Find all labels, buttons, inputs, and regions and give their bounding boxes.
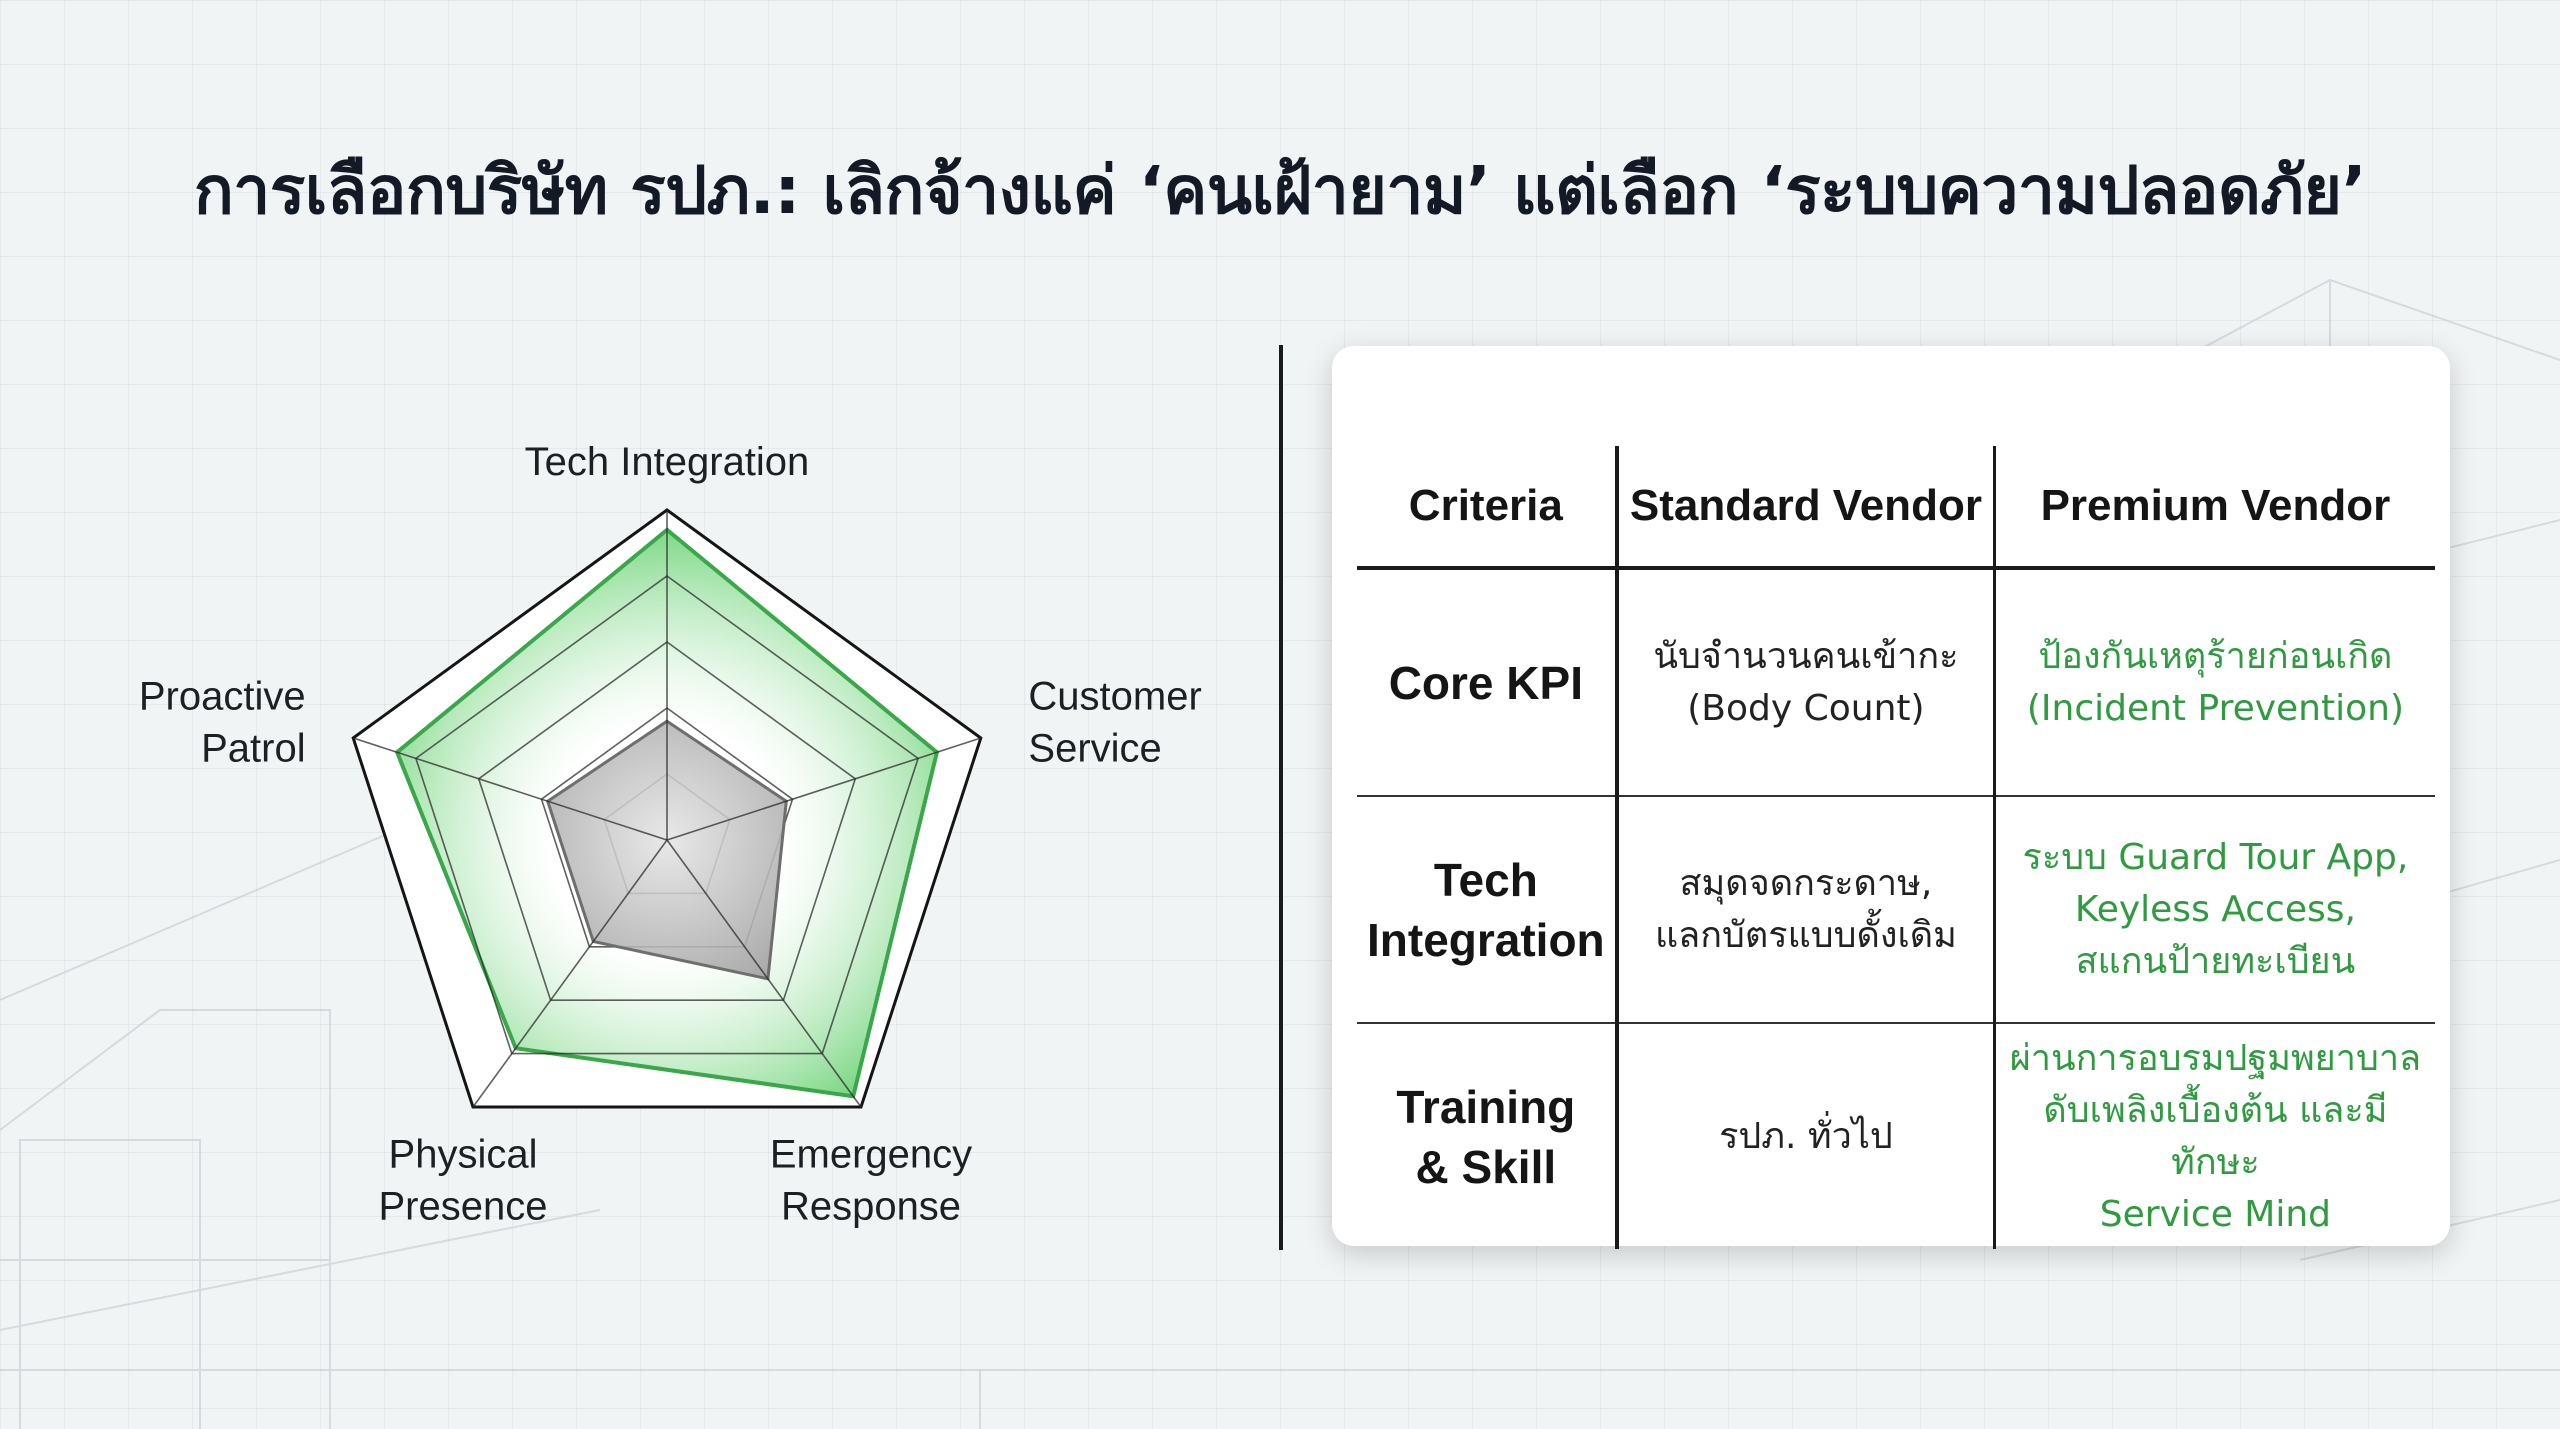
standard-text: นับจำนวนคนเข้ากะ (Body Count) [1653, 635, 1959, 729]
vertical-divider [1279, 345, 1283, 1250]
criteria-text: Core KPI [1388, 656, 1583, 709]
radar-spoke [352, 737, 668, 841]
page-title: การเลือกบริษัท รปภ.: เลิกจ้างแค่ ‘คนเฝ้า… [193, 152, 2367, 229]
standard-text: สมุดจดกระดาษ, แลกบัตรแบบดั้งเดิม [1654, 862, 1957, 956]
standard-cell: รปภ. ทั่วไป [1616, 1023, 1997, 1249]
standard-text: รปภ. ทั่วไป [1719, 1115, 1893, 1157]
premium-cell: ผ่านการอบรมปฐมพยาบาล ดับเพลิงเบื้องต้น แ… [1995, 1023, 2435, 1249]
standard-cell: นับจำนวนคนเข้ากะ (Body Count) [1616, 568, 1997, 797]
criteria-cell: Core KPI [1357, 568, 1619, 797]
header-standard-vendor: Standard Vendor [1616, 446, 1997, 570]
premium-cell: ป้องกันเหตุร้ายก่อนเกิด (Incident Preven… [1994, 568, 2435, 797]
premium-text: ระบบ Guard Tour App, Keyless Access, สแก… [2022, 836, 2409, 982]
radar-grid-ring [477, 641, 857, 1002]
criteria-cell: Tech Integration [1357, 796, 1619, 1024]
table-header-row: Criteria Standard Vendor Premium Vendor [1357, 446, 2435, 570]
premium-text: ป้องกันเหตุร้ายก่อนเกิด (Incident Preven… [2026, 635, 2404, 729]
criteria-text: Training & Skill [1396, 1080, 1576, 1193]
comparison-card: Criteria Standard Vendor Premium Vendor … [1332, 346, 2450, 1249]
table-row: Tech Integration สมุดจดกระดาษ, แลกบัตรแบ… [1357, 796, 2435, 1024]
radar-axis-label: Tech Integration [525, 440, 810, 484]
premium-text: ผ่านการอบรมปฐมพยาบาล ดับเพลิงเบื้องต้น แ… [2009, 1037, 2422, 1235]
standard-cell: สมุดจดกระดาษ, แลกบัตรแบบดั้งเดิม [1616, 796, 1997, 1024]
radar-spoke [666, 839, 862, 1108]
comparison-table: Criteria Standard Vendor Premium Vendor … [1357, 446, 2435, 1249]
criteria-cell: Training & Skill [1357, 1023, 1619, 1249]
radar-spoke [472, 839, 668, 1108]
radar-grid-ring [414, 575, 920, 1055]
table-row: Core KPI นับจำนวนคนเข้ากะ (Body Count) ป… [1357, 568, 2435, 797]
radar-spoke [666, 737, 982, 841]
header-premium-vendor: Premium Vendor [1994, 446, 2435, 570]
table-row: Training & Skill รปภ. ทั่วไป ผ่านการอบรม… [1357, 1023, 2435, 1249]
radar-series-standard [545, 719, 788, 981]
header-criteria: Criteria [1357, 446, 1619, 570]
premium-cell: ระบบ Guard Tour App, Keyless Access, สแก… [1994, 796, 2435, 1024]
criteria-text: Tech Integration [1367, 853, 1605, 966]
